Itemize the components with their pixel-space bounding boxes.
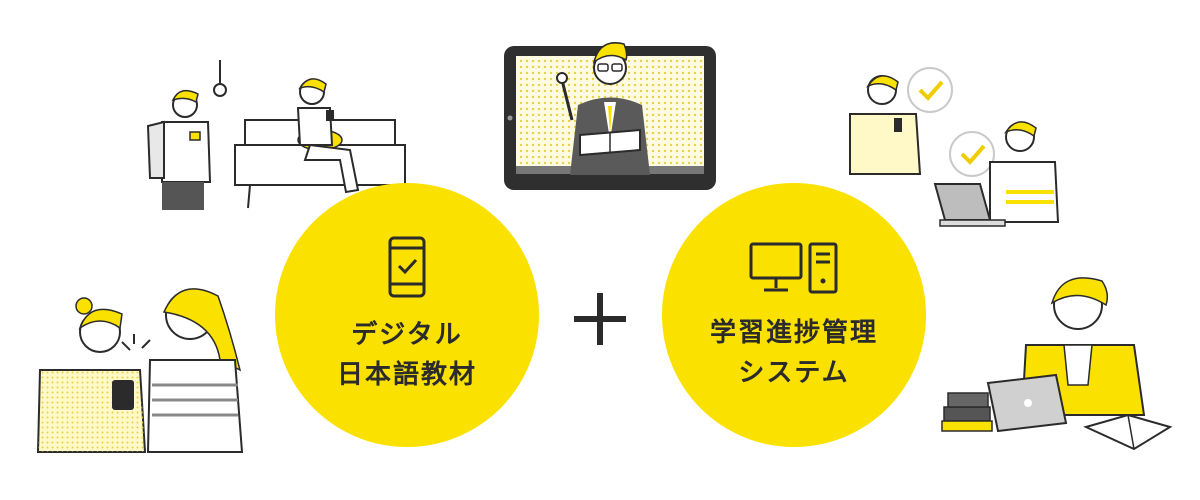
friends-with-smartphone-illustration [36, 288, 244, 453]
woman-with-laptop-illustration [941, 277, 1173, 451]
digital-materials-circle: デジタル 日本語教材 [275, 183, 539, 447]
learners-with-chat-illustration [849, 67, 1060, 227]
smartphone-check-icon [388, 236, 426, 298]
tablet-teacher-illustration [504, 42, 716, 190]
desktop-computer-icon [749, 242, 838, 294]
plus-icon [574, 293, 626, 345]
digital-materials-label-line-2: 日本語教材 [336, 360, 477, 390]
progress-system-circle: 学習進捗管理 システム [662, 183, 926, 447]
progress-system-label-line-2: システム [738, 358, 850, 388]
digital-materials-label-line-1: デジタル [351, 320, 463, 350]
commuter-and-sofa-illustration [146, 60, 406, 210]
progress-system-label-line-1: 学習進捗管理 [709, 318, 878, 348]
